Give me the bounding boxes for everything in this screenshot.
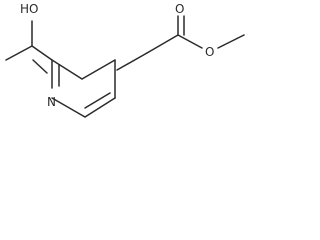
molecule-diagram: HO N O O [0, 0, 250, 134]
carbonyl-oxygen-label: O [175, 2, 184, 16]
pyridine-nitrogen-label: N [47, 95, 56, 109]
structure-svg: HO N O O [5, 2, 245, 118]
ester-oxygen-label: O [205, 45, 214, 59]
bond-c2-chiral [31, 45, 53, 61]
bond-c2-c3 [32, 59, 48, 74]
bond-c6-n [51, 97, 86, 118]
bond-chiral-methyl [5, 45, 33, 61]
bond-ester-o-methyl [217, 34, 245, 49]
bond-c3-c4 [81, 59, 116, 80]
bond-c3-c4-inner [116, 52, 148, 71]
bond-c4-carbonyl [146, 34, 179, 54]
bond-c5-c6-inner [84, 92, 111, 109]
bond-c5-c6 [84, 97, 116, 118]
bond-carbonyl-ester-o [177, 34, 203, 49]
bond-c2-c3-ring [51, 59, 83, 80]
hydroxyl-label: HO [20, 2, 38, 16]
